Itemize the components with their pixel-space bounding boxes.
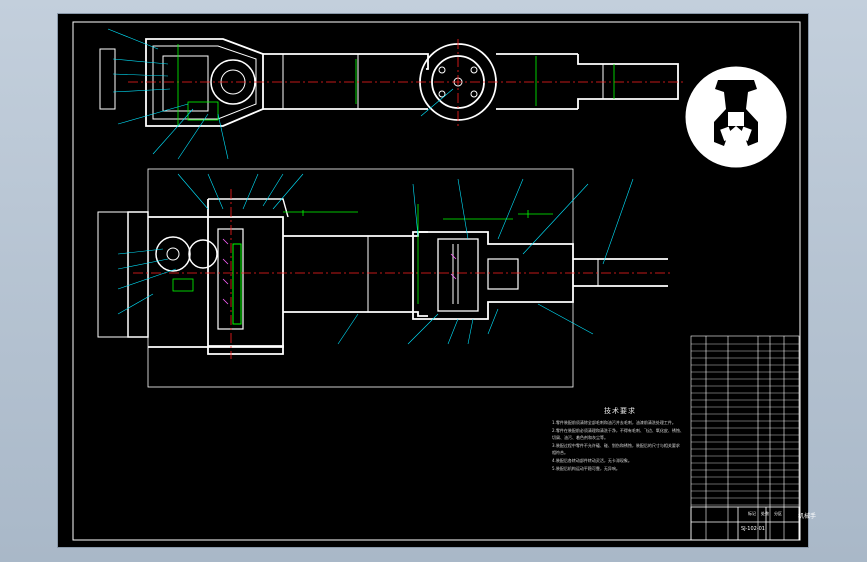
top-label-box <box>99 48 116 110</box>
main-gear-left <box>155 236 191 272</box>
tech-requirement-item: 4.装配后各转动部件转动灵活，无卡滞现象。 <box>552 457 632 463</box>
tech-requirement-item: 5.装配后机构运动平稳可靠，无异响。 <box>552 465 620 471</box>
tech-requirement-item: 3.装配过程中零件不允许磕、碰、划伤和锈蚀，装配后的尺寸与相关要求 <box>552 442 680 448</box>
tech-requirements-title: 技术要求 <box>604 407 636 415</box>
parts-list <box>690 335 800 541</box>
main-leaders <box>117 173 634 345</box>
title-block <box>690 506 800 541</box>
drawing-code: SJ-102-01 <box>741 526 765 532</box>
tech-requirements-list: 1.零件装配前须清除全部毛刺和油污并去毛刺，油漆前清洗处理工件。 2.零件在装配… <box>552 419 742 472</box>
main-view <box>97 198 668 355</box>
main-housing <box>148 216 284 348</box>
title-block-label: 处数 <box>761 511 769 516</box>
tech-requirement-item: 切屑、油污、着色剂和灰尘等。 <box>552 435 608 441</box>
top-arm-tube <box>263 53 429 110</box>
top-dimensions <box>177 44 615 126</box>
top-view <box>99 38 679 127</box>
parts-list-rows <box>691 343 799 506</box>
top-leaders <box>107 28 454 160</box>
main-wrist <box>412 231 574 320</box>
cad-drawing <box>72 21 801 541</box>
main-arm-tube <box>283 231 428 317</box>
gripper-detail-view <box>685 66 787 168</box>
drawing-sheet: 技术要求 1.零件装配前须清除全部毛刺和油污并去毛刺，油漆前清洗处理工件。 2.… <box>57 13 816 548</box>
main-dimensions <box>172 204 553 304</box>
title-block-label: 分区 <box>774 511 782 516</box>
tech-requirement-item: 相符合。 <box>552 450 568 456</box>
title-block-label: 标记 <box>748 511 756 516</box>
tech-requirement-item: 1.零件装配前须清除全部毛刺和油污并去毛刺，油漆前清洗处理工件。 <box>552 420 676 425</box>
main-section-marks <box>222 238 457 305</box>
drawing-name: 机械手 <box>798 513 817 520</box>
top-forearm <box>496 53 679 110</box>
tech-requirement-item: 2.零件在装配前必须清理和清洗干净，不得有毛刺、飞边、氧化皮、锈蚀、 <box>552 427 684 433</box>
main-flange <box>127 211 149 338</box>
main-label-box <box>97 211 129 338</box>
main-end-rod <box>573 258 668 287</box>
main-gear-right <box>188 239 218 269</box>
drawing-frame <box>72 21 801 541</box>
